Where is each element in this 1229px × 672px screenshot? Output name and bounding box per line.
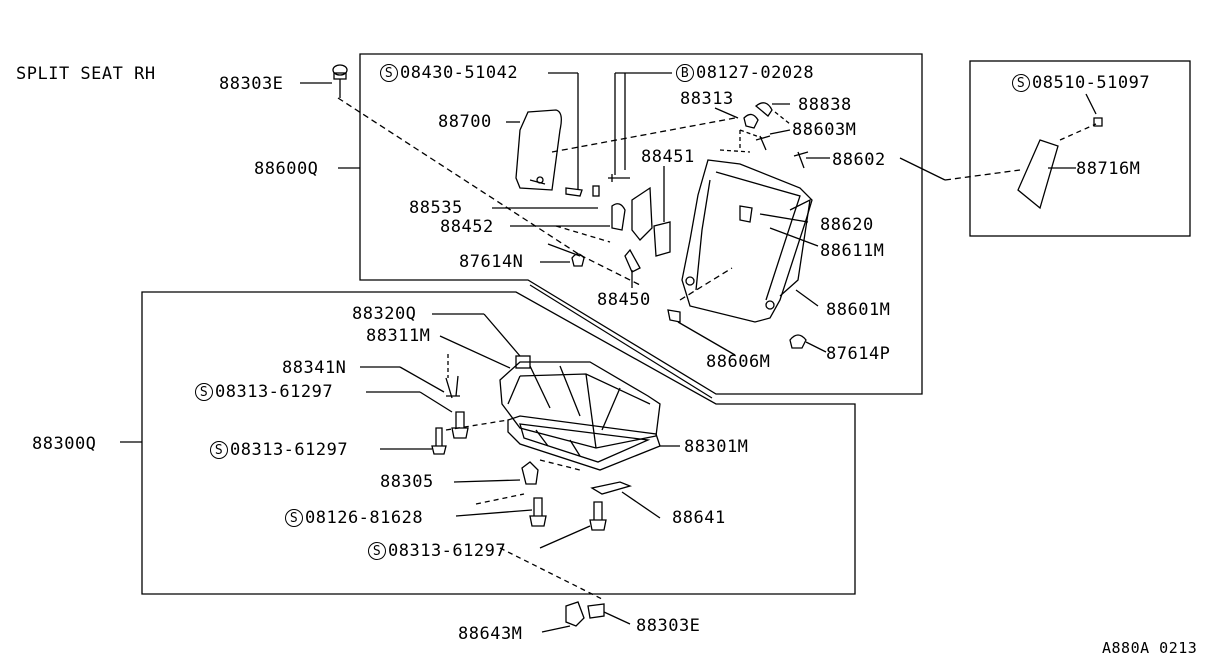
bolt-cluster-shape bbox=[565, 174, 630, 197]
label-88602: 88602 bbox=[832, 150, 886, 170]
b-symbol-icon: B bbox=[676, 64, 694, 82]
label-88452: 88452 bbox=[440, 217, 494, 237]
diagram-title: SPLIT SEAT RH bbox=[16, 64, 156, 84]
s-symbol-icon: S bbox=[380, 64, 398, 82]
bolt-88303e-top-shape bbox=[332, 64, 348, 98]
label-87614p: 87614P bbox=[826, 344, 891, 364]
label-88320q: 88320Q bbox=[352, 304, 417, 324]
label-88601m: 88601M bbox=[826, 300, 891, 320]
label-88838: 88838 bbox=[798, 95, 852, 115]
label-88606m: 88606M bbox=[706, 352, 771, 372]
label-88301m: 88301M bbox=[684, 437, 749, 457]
cushion-group-frame bbox=[141, 291, 856, 595]
part-88716m-shape bbox=[1017, 139, 1059, 210]
part-88452-shape bbox=[611, 186, 653, 273]
label-88305: 88305 bbox=[380, 472, 434, 492]
label-88313: 88313 bbox=[680, 89, 734, 109]
s-symbol-icon: S bbox=[285, 509, 303, 527]
label-88535: 88535 bbox=[409, 198, 463, 218]
label-88303e-bottom: 88303E bbox=[636, 616, 701, 636]
part-88700-shape bbox=[515, 109, 562, 191]
label-88611m: 88611M bbox=[820, 241, 885, 261]
label-88300q: 88300Q bbox=[32, 434, 97, 454]
label-88451: 88451 bbox=[641, 147, 695, 167]
s-symbol-icon: S bbox=[195, 383, 213, 401]
label-88643m: 88643M bbox=[458, 624, 523, 644]
label-88716m: 88716M bbox=[1076, 159, 1141, 179]
s-symbol-icon: S bbox=[368, 542, 386, 560]
label-88603m: 88603M bbox=[792, 120, 857, 140]
seatback-group-frame bbox=[359, 53, 923, 395]
inset-box bbox=[969, 60, 1191, 237]
label-88700: 88700 bbox=[438, 112, 492, 132]
s-symbol-icon: S bbox=[1012, 74, 1030, 92]
label-88450: 88450 bbox=[597, 290, 651, 310]
seat-cushion-shape bbox=[499, 355, 661, 449]
seat-frame-88301m-shape bbox=[507, 415, 661, 471]
footer-code: A880A 0213 bbox=[1102, 639, 1198, 657]
label-88303e-top: 88303E bbox=[219, 74, 284, 94]
label-88620: 88620 bbox=[820, 215, 874, 235]
label-87614n: 87614N bbox=[459, 252, 524, 272]
seatback-frame-shape bbox=[681, 159, 813, 323]
label-88600q: 88600Q bbox=[254, 159, 319, 179]
s-symbol-icon: S bbox=[210, 441, 228, 459]
label-88341n: 88341N bbox=[282, 358, 347, 378]
label-88311m: 88311M bbox=[366, 326, 431, 346]
label-88641: 88641 bbox=[672, 508, 726, 528]
